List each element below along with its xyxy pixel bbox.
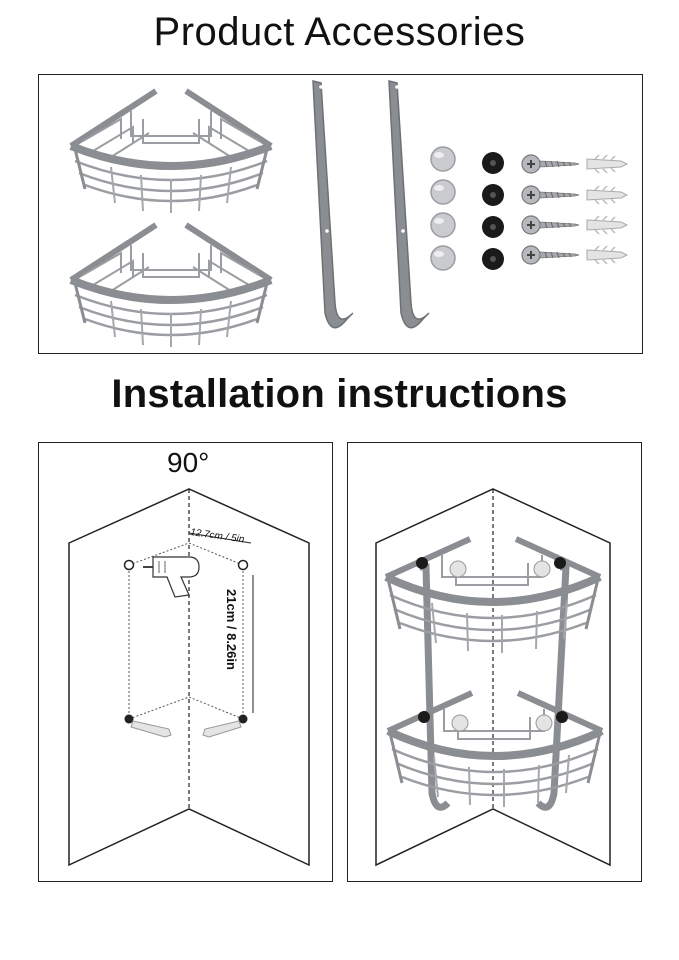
screw-icon [521,154,580,265]
corner-basket-icon [388,693,602,807]
mounted-baskets-diagram [375,488,611,867]
accessories-illustration [39,80,628,355]
hook-bracket-icon [312,80,354,329]
installation-instructions-heading: Installation instructions [111,372,568,416]
product-accessories-heading: Product Accessories [153,10,526,54]
corner-basket-icon [71,225,271,347]
corner-wall-diagram [68,488,310,867]
rubber-pad-icon [482,152,504,270]
drilling-instruction-panel: 90° 12.7cm / 5in 21cm / 8.26in [38,442,333,882]
hook-bracket-icon [388,80,430,329]
angle-label: 90° [167,447,210,478]
cap-icon [430,146,456,271]
drill-icon [143,556,200,598]
height-measurement-label: 21cm / 8.26in [224,589,239,670]
corner-basket-icon [71,91,271,213]
mounted-baskets-panel [347,442,642,882]
accessories-panel [38,74,643,354]
wall-anchor-icon [130,720,242,738]
wall-anchor-icon [586,154,628,265]
